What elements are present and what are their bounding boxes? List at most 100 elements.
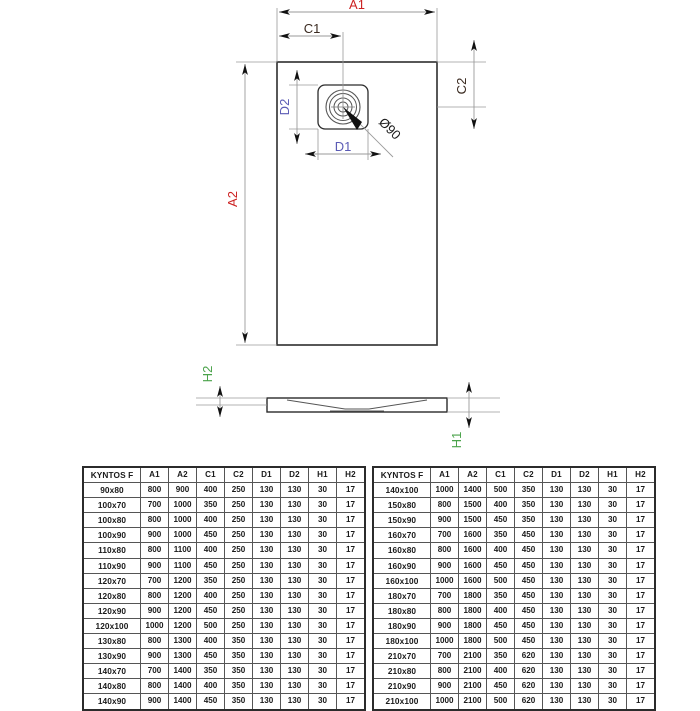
cell-a1: 900 bbox=[140, 527, 169, 544]
cell-model: 110x80 bbox=[82, 542, 141, 559]
cell-model: 90x80 bbox=[82, 482, 141, 499]
cell-a2: 2100 bbox=[458, 663, 487, 680]
cell-c2: 250 bbox=[224, 542, 253, 559]
cell-d1: 130 bbox=[542, 527, 571, 544]
cell-d2: 130 bbox=[280, 617, 309, 635]
cell-c2: 450 bbox=[514, 617, 543, 635]
cell-c2: 250 bbox=[224, 527, 253, 544]
cell-c1: 500 bbox=[486, 633, 515, 650]
cell-h1: 30 bbox=[308, 648, 337, 665]
cell-h1: 30 bbox=[598, 557, 627, 574]
cell-c1: 350 bbox=[486, 527, 515, 544]
cell-model: 140x80 bbox=[82, 678, 141, 695]
cell-h2: 17 bbox=[336, 587, 366, 604]
cell-h2: 17 bbox=[336, 572, 366, 589]
cell-c1: 450 bbox=[196, 648, 225, 665]
dimension-a1: A1 bbox=[276, 0, 438, 62]
cell-a1: 700 bbox=[140, 663, 169, 680]
cell-model: 110x90 bbox=[82, 557, 141, 574]
cell-h1: 30 bbox=[598, 663, 627, 680]
cell-h1: 30 bbox=[598, 693, 627, 710]
cell-a2: 1800 bbox=[458, 633, 487, 650]
cell-c1: 400 bbox=[486, 602, 515, 619]
cell-d1: 130 bbox=[252, 497, 281, 514]
cell-d2: 130 bbox=[570, 557, 599, 574]
cell-h2: 17 bbox=[626, 633, 656, 650]
cell-c2: 250 bbox=[224, 572, 253, 589]
cell-a2: 1600 bbox=[458, 527, 487, 544]
cell-h1: 30 bbox=[308, 663, 337, 680]
cell-d2: 130 bbox=[280, 633, 309, 650]
cell-c2: 620 bbox=[514, 648, 543, 665]
cell-d2: 130 bbox=[280, 542, 309, 559]
cell-c1: 450 bbox=[486, 557, 515, 574]
cell-a1: 700 bbox=[430, 587, 459, 604]
cell-d2: 130 bbox=[570, 693, 599, 710]
cell-c2: 620 bbox=[514, 663, 543, 680]
a2-label: A2 bbox=[225, 191, 240, 207]
cell-h2: 17 bbox=[336, 617, 366, 635]
column-header-a1: A1 bbox=[430, 466, 459, 484]
cell-c1: 450 bbox=[196, 527, 225, 544]
cell-h2: 17 bbox=[336, 497, 366, 514]
column-header-h2: H2 bbox=[336, 466, 366, 484]
cell-a1: 1000 bbox=[430, 572, 459, 589]
cell-c2: 620 bbox=[514, 678, 543, 695]
cell-d1: 130 bbox=[252, 602, 281, 619]
cell-a1: 700 bbox=[430, 527, 459, 544]
cell-h1: 30 bbox=[308, 497, 337, 514]
cell-d1: 130 bbox=[252, 557, 281, 574]
cell-a1: 800 bbox=[140, 542, 169, 559]
cell-c1: 350 bbox=[196, 497, 225, 514]
cell-c2: 350 bbox=[514, 497, 543, 514]
cell-c1: 400 bbox=[196, 512, 225, 529]
cell-d1: 130 bbox=[542, 617, 571, 635]
cell-a2: 1000 bbox=[168, 527, 197, 544]
cell-d2: 130 bbox=[570, 617, 599, 635]
cell-h1: 30 bbox=[598, 633, 627, 650]
dimension-h2: H2 bbox=[196, 366, 267, 417]
cell-d2: 130 bbox=[280, 602, 309, 619]
cell-model: 150x80 bbox=[372, 497, 431, 514]
drawing-svg: Ø90 A1 C1 C2 bbox=[196, 0, 500, 448]
dimension-a2: A2 bbox=[225, 61, 277, 346]
cell-a2: 1400 bbox=[168, 678, 197, 695]
cell-d1: 130 bbox=[252, 678, 281, 695]
cell-a1: 800 bbox=[430, 542, 459, 559]
cell-d2: 130 bbox=[280, 572, 309, 589]
cell-a1: 900 bbox=[140, 693, 169, 710]
cell-a2: 1300 bbox=[168, 648, 197, 665]
cell-model: 160x100 bbox=[372, 572, 431, 589]
cell-c2: 620 bbox=[514, 693, 543, 710]
cell-model: 140x90 bbox=[82, 693, 141, 710]
cell-model: 100x80 bbox=[82, 512, 141, 529]
column-header-d1: D1 bbox=[252, 466, 281, 484]
cell-c2: 350 bbox=[224, 663, 253, 680]
dimension-c2: C2 bbox=[437, 40, 486, 129]
cell-a1: 800 bbox=[430, 663, 459, 680]
drawing-canvas: Ø90 A1 C1 C2 bbox=[196, 0, 500, 448]
d1-label: D1 bbox=[335, 139, 352, 154]
cell-h2: 17 bbox=[336, 678, 366, 695]
cell-a2: 1200 bbox=[168, 587, 197, 604]
cell-model: 120x80 bbox=[82, 587, 141, 604]
cell-h2: 17 bbox=[336, 693, 366, 710]
cell-h2: 17 bbox=[626, 648, 656, 665]
cell-c1: 400 bbox=[196, 542, 225, 559]
cell-d2: 130 bbox=[570, 497, 599, 514]
cell-model: 210x100 bbox=[372, 693, 431, 710]
